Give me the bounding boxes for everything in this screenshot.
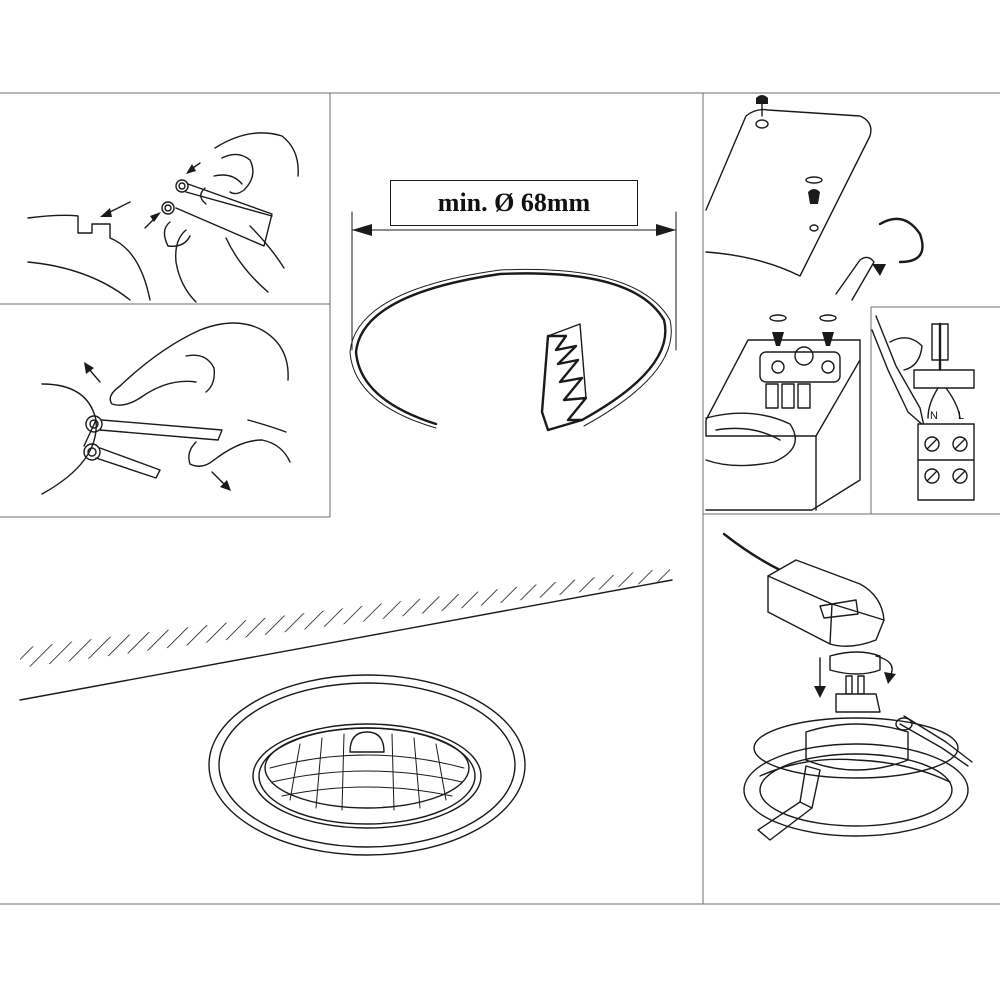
terminal-label-live: L — [958, 410, 965, 422]
panel-bend-clip — [42, 323, 290, 494]
panel-terminal-detail — [872, 316, 974, 500]
cover-plate — [706, 110, 871, 276]
connector-icon — [768, 560, 884, 646]
panel-lamp-connection — [724, 534, 972, 840]
hand-icon — [164, 133, 298, 302]
spring-clip-icon — [84, 416, 222, 478]
spring-clip-icon — [162, 180, 272, 246]
terminal-block-icon — [918, 424, 974, 500]
arrow-icon — [100, 163, 200, 228]
lamp-icon — [744, 694, 968, 836]
arrow-icon — [352, 224, 372, 236]
ceiling-surface — [20, 580, 672, 700]
power-cable — [724, 534, 780, 570]
panel-frame — [0, 93, 1000, 904]
panel-ceiling-fitting — [20, 568, 672, 855]
arrow-icon — [872, 264, 886, 276]
arrow-icon — [814, 656, 896, 698]
cutout-edge — [28, 215, 150, 300]
mounting-ring — [356, 273, 665, 424]
serrated-clip — [542, 336, 586, 430]
screw-icon — [806, 177, 822, 231]
lamp-socket — [706, 413, 795, 465]
light-housing-edge — [42, 384, 96, 494]
screw-icon — [756, 95, 768, 128]
terminal-block-icon — [760, 347, 840, 408]
arrow-icon — [84, 362, 231, 491]
screw-icon — [770, 315, 836, 346]
dimension-label: min. Ø 68mm — [390, 180, 638, 226]
spring-clip-icon — [758, 716, 972, 840]
hand-icon — [110, 323, 290, 466]
terminal-label-neutral: N — [930, 410, 938, 422]
cable-clamp — [914, 370, 974, 388]
panel-cutout-diameter — [350, 212, 676, 430]
lamp-icon — [209, 675, 525, 855]
arrow-icon — [656, 224, 676, 236]
panel-pinch-clip — [28, 133, 298, 302]
panel-wiring-box — [706, 95, 923, 510]
power-cable — [880, 219, 923, 262]
